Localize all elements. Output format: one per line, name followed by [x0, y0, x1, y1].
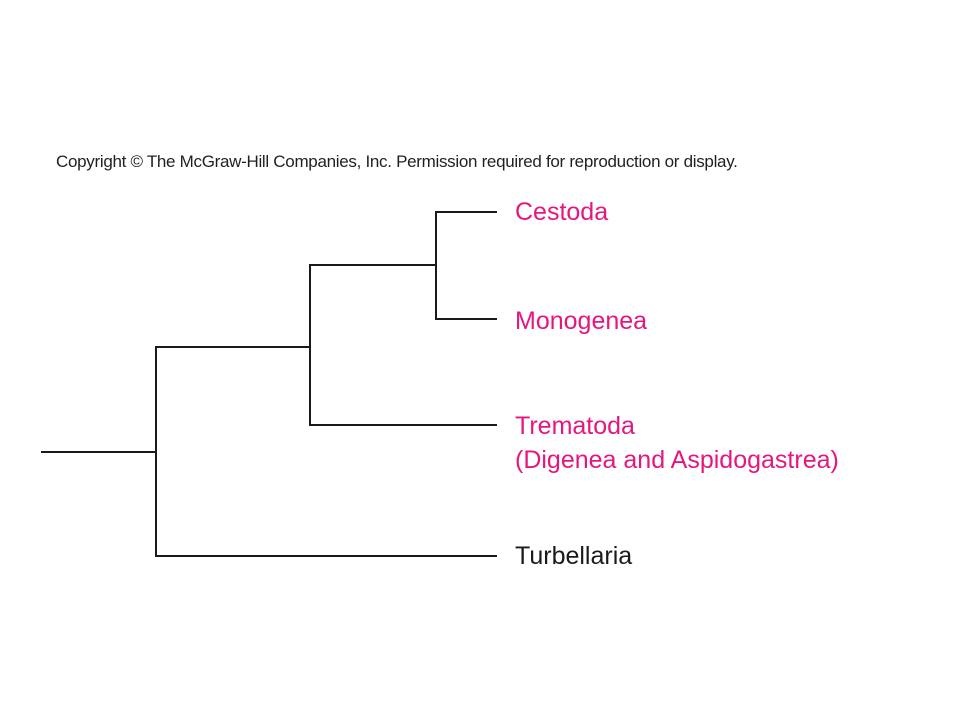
taxon-label: Cestoda [515, 198, 609, 226]
taxon-label: Monogenea [515, 307, 648, 335]
taxon-monogenea: Monogenea [515, 304, 647, 338]
taxon-label: Trematoda [515, 412, 635, 440]
copyright-notice: Copyright © The McGraw-Hill Companies, I… [56, 152, 738, 171]
taxon-trematoda: Trematoda (Digenea and Aspidogastrea) [515, 409, 839, 477]
taxon-turbellaria: Turbellaria [515, 539, 632, 573]
taxon-sublabel: (Digenea and Aspidogastrea) [515, 446, 839, 474]
taxon-label: Turbellaria [515, 542, 633, 570]
taxon-cestoda: Cestoda [515, 195, 608, 229]
